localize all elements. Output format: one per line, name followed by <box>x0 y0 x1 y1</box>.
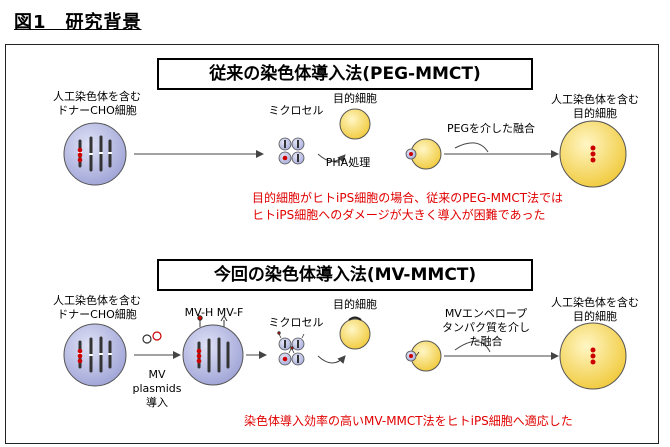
figure-title: 図1 研究背景 <box>14 12 142 33</box>
section2-fused-cell <box>405 340 442 372</box>
section1-note-line2: ヒトiPS細胞へのダメージが大きく導入が困難であった <box>252 208 546 222</box>
section2-fusion-label-line2: タンパク質を介し <box>442 321 530 334</box>
section1-peg-curve <box>454 142 489 153</box>
section2-plasmids <box>142 331 162 344</box>
section1-target-cell <box>339 108 371 140</box>
section2-header: 今回の染色体導入法(MV-MMCT) <box>157 259 533 291</box>
section1-donor-cell <box>63 122 127 186</box>
section1-result-label-line2: 目的細胞 <box>573 107 617 120</box>
section1-pha-label: PHA処理 <box>325 156 371 169</box>
section2-curve-arrow <box>317 355 346 364</box>
section2-donor-label-line2: ドナーCHO細胞 <box>57 308 137 321</box>
section1-microcells <box>278 137 305 165</box>
section1-header: 従来の染色体導入法(PEG-MMCT) <box>157 58 533 90</box>
section2-plasmid-label-line2: plasmids <box>132 382 182 395</box>
section1-result-label-line1: 人工染色体を含む <box>551 93 639 106</box>
section1-result-cell <box>559 120 627 188</box>
section1-donor-label-line2: ドナーCHO細胞 <box>57 104 137 117</box>
section1-note-line1: 目的細胞がヒトiPS細胞の場合、従来のPEG-MMCT法では <box>252 191 564 205</box>
section2-microcells <box>277 331 305 366</box>
section2-fusion-curve <box>454 341 491 353</box>
section1-target-label: 目的細胞 <box>333 92 377 105</box>
section1-fused-cell <box>405 138 442 170</box>
section1-pha-arrow <box>317 153 346 163</box>
section1-donor-label-line1: 人工染色体を含む <box>53 90 141 103</box>
section2-target-label: 目的細胞 <box>333 298 377 311</box>
section2-plasmid-label-line3: 導入 <box>146 396 168 409</box>
section2-donor-cell <box>63 323 127 387</box>
figure-frame <box>5 44 659 444</box>
section1-peg-label: PEGを介した融合 <box>446 122 536 135</box>
section2-target-cell <box>339 316 371 350</box>
section2-fusion-label-line3: た融合 <box>469 335 503 348</box>
section2-result-label-line2: 目的細胞 <box>573 310 617 323</box>
section2-mv-proteins-label: MV-H MV-F <box>184 306 244 319</box>
section2-donor-label-line1: 人工染色体を含む <box>53 294 141 307</box>
section2-plasmid-label-line1: MV <box>148 368 166 381</box>
section2-result-label-line1: 人工染色体を含む <box>551 296 639 309</box>
section2-mv-donor-cell <box>182 315 244 386</box>
section2-fusion-label-line1: MVエンベロープ <box>444 307 528 320</box>
section2-microcell-label: ミクロセル <box>268 316 324 329</box>
section2-result-cell <box>559 322 627 390</box>
section1-microcell-label: ミクロセル <box>268 104 324 117</box>
section2-note: 染色体導入効率の高いMV-MMCT法をヒトiPS細胞へ適応した <box>244 414 573 428</box>
